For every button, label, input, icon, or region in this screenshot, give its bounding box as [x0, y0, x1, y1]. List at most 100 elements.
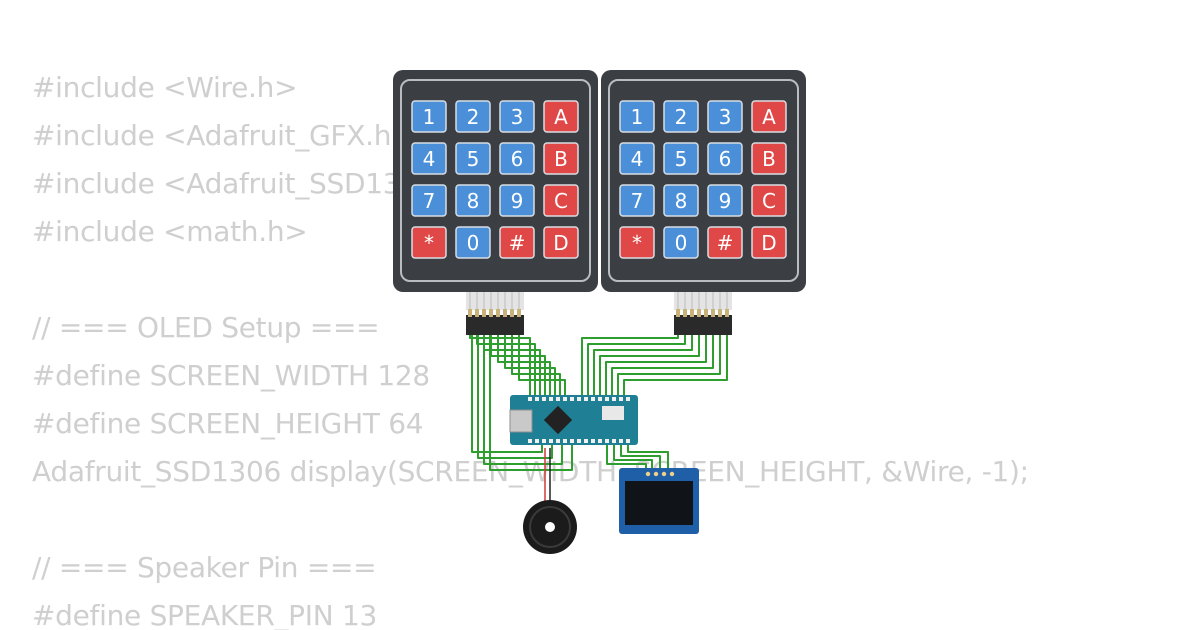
key-cap: [751, 142, 787, 175]
keypad-key[interactable]: 3: [707, 100, 743, 133]
oled-pin: [661, 471, 667, 477]
key-label: A: [554, 105, 568, 129]
nano-pin: [535, 397, 539, 401]
piezo-buzzer-icon[interactable]: [523, 448, 577, 554]
key-cap: [707, 142, 743, 175]
keypad-key[interactable]: 8: [455, 184, 491, 217]
keypad-key[interactable]: 6: [499, 142, 535, 175]
key-label: C: [762, 189, 776, 213]
oled-pin: [645, 471, 651, 477]
keypad-key[interactable]: 5: [455, 142, 491, 175]
key-cap: [707, 184, 743, 217]
key-label: *: [424, 231, 434, 255]
nano-pin: [570, 397, 574, 401]
keypad-border: [400, 79, 591, 282]
wire: [471, 335, 543, 453]
nano-pin: [584, 439, 588, 443]
keypad-key[interactable]: D: [751, 226, 787, 259]
nano-pin: [591, 397, 595, 401]
keypad-key[interactable]: 7: [411, 184, 447, 217]
keypad-ribbon: [674, 292, 732, 310]
key-label: 8: [675, 189, 688, 213]
keypad-key[interactable]: A: [751, 100, 787, 133]
nano-pin: [563, 397, 567, 401]
keypad-key[interactable]: B: [751, 142, 787, 175]
nano-pin: [612, 439, 616, 443]
keypad-key[interactable]: 4: [411, 142, 447, 175]
nano-pin: [584, 397, 588, 401]
key-label: B: [762, 147, 776, 171]
key-cap: [707, 100, 743, 133]
key-cap: [751, 100, 787, 133]
keypad-key[interactable]: 1: [619, 100, 655, 133]
keypad-key[interactable]: 2: [455, 100, 491, 133]
keypad-key[interactable]: #: [499, 226, 535, 259]
keypad-key[interactable]: 5: [663, 142, 699, 175]
header-pin: [489, 309, 493, 317]
arduino-nano-icon[interactable]: [509, 395, 638, 445]
wire: [599, 335, 700, 397]
nano-pin: [556, 397, 560, 401]
keypad-key[interactable]: *: [411, 226, 447, 259]
keypad-key[interactable]: 9: [707, 184, 743, 217]
keypad-key[interactable]: C: [751, 184, 787, 217]
keypad-key[interactable]: 0: [455, 226, 491, 259]
wire: [593, 335, 693, 397]
header-pin: [517, 309, 521, 317]
keypad-key[interactable]: 6: [707, 142, 743, 175]
key-label: 0: [675, 231, 688, 255]
wire: [581, 335, 679, 397]
keypad-key[interactable]: B: [543, 142, 579, 175]
keypad-key[interactable]: 4: [619, 142, 655, 175]
key-label: D: [761, 231, 776, 255]
key-cap: [411, 142, 447, 175]
keypad-key[interactable]: 1: [411, 100, 447, 133]
ssd1306-oled-icon[interactable]: [619, 468, 699, 534]
header-pin: [482, 309, 486, 317]
key-cap: [619, 226, 655, 259]
keypad-key[interactable]: 7: [619, 184, 655, 217]
key-cap: [543, 184, 579, 217]
key-cap: [411, 100, 447, 133]
keypad-ribbon: [466, 292, 524, 310]
keypad-key[interactable]: C: [543, 184, 579, 217]
keypad-key[interactable]: 2: [663, 100, 699, 133]
key-cap: [751, 226, 787, 259]
keypad-key[interactable]: #: [707, 226, 743, 259]
keypad-key[interactable]: 9: [499, 184, 535, 217]
header-pin: [475, 309, 479, 317]
keypad-key[interactable]: D: [543, 226, 579, 259]
nano-pin: [626, 439, 630, 443]
key-label: 7: [423, 189, 436, 213]
key-label: #: [717, 231, 734, 255]
key-label: 5: [467, 147, 480, 171]
keypad-key[interactable]: 3: [499, 100, 535, 133]
nano-pin: [626, 397, 630, 401]
nano-pin: [570, 439, 574, 443]
key-cap: [411, 226, 447, 259]
wire: [483, 335, 563, 465]
key-label: 1: [631, 105, 644, 129]
key-cap: [619, 100, 655, 133]
wire: [511, 335, 561, 397]
nano-pin: [577, 397, 581, 401]
keypad-key[interactable]: 0: [663, 226, 699, 259]
code-line: #include <Wire.h>: [32, 71, 298, 104]
key-cap: [455, 226, 491, 259]
nano-pin: [612, 397, 616, 401]
keypad-key[interactable]: A: [543, 100, 579, 133]
wire: [627, 443, 669, 474]
keypad-key[interactable]: *: [619, 226, 655, 259]
nano-pin: [577, 439, 581, 443]
key-cap: [619, 184, 655, 217]
key-label: #: [509, 231, 526, 255]
key-label: 4: [631, 147, 644, 171]
keypad-key[interactable]: 8: [663, 184, 699, 217]
reset-button: [602, 406, 624, 420]
nano-pin: [549, 439, 553, 443]
key-cap: [663, 142, 699, 175]
header-pin: [683, 309, 687, 317]
code-line: Adafruit_SSD1306 display(SCREEN_WIDTH, S…: [32, 455, 1029, 488]
